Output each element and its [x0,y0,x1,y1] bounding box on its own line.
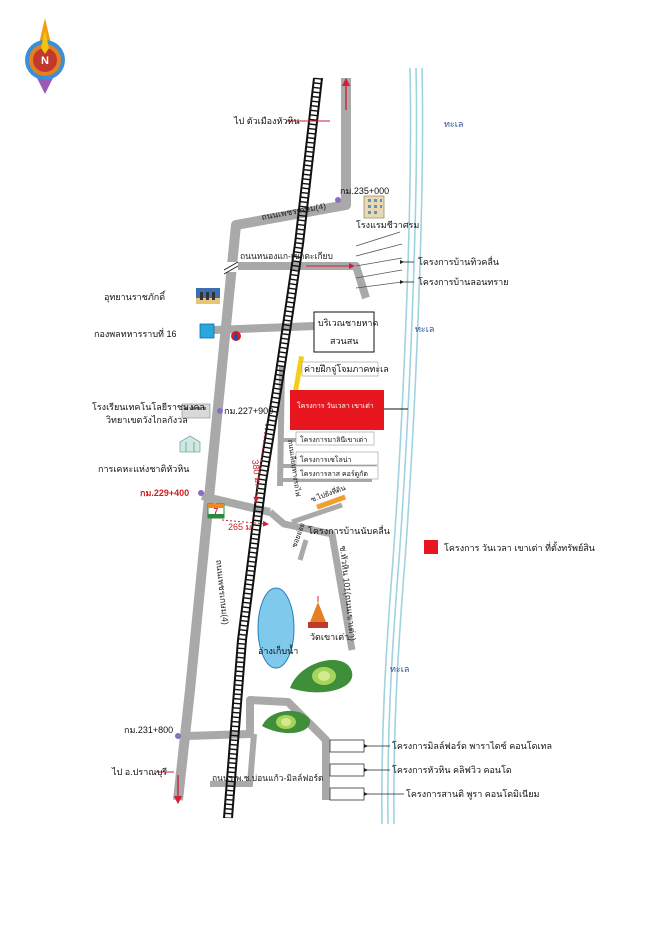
label-to-huahin: ไป ตัวเมืองหัวหิน [233,116,300,126]
label-baan-nub: โครงการบ้านนับคลื่น [308,524,390,536]
rajabhakti-park-icon [196,288,220,304]
label-infantry: กองพลทหารราบที่ 16 [94,327,177,339]
greenhouse-icon [179,435,201,453]
reservoir-lake [257,587,295,669]
km-dot [175,733,181,739]
compass-icon: N [25,18,65,94]
seven-eleven-label: 7 [214,507,219,516]
beach-area-box [313,311,375,353]
label-marini: โครงการมาลินีเขาเต่า [300,435,367,444]
label-distance-380: 380 ม. [250,459,264,486]
compass-letter: N [41,55,49,67]
label-rajabhakti: อุทยานราชภักดิ์ [104,290,167,303]
label-baan-tiew: โครงการบ้านทิวคลื่น [418,255,499,267]
distance-380-line [253,423,267,503]
label-km229: กม.229+400 [140,488,189,498]
distance-265-line [221,519,269,527]
road-beach [213,322,316,334]
hill-icon [290,660,353,693]
sea-label-2: ทะเล [415,324,434,334]
label-road-lower: ถนนร.พ.ช.บ่อนแก้ว-มิลล์ฟอร์ด [212,773,324,783]
label-navy-camp: ค่ายฝึกจู่โจมภาคทะเล [304,364,389,375]
label-millford: โครงการมิลล์ฟอร์ด พาราไดซ์ คอนโดเทล [392,740,552,751]
km-dot [198,490,204,496]
label-km227: กม.227+900 [224,406,273,416]
project-main-block [290,390,384,430]
label-temple: วัดเขาเต่า [310,632,349,642]
label-beach-2: สวนสน [330,336,358,346]
gas-station-icon [231,331,241,341]
road-km229 [201,492,271,516]
label-tech-school-2: วิทยาเขตวังไกลกังวล [106,415,188,425]
marini-box [295,431,375,446]
hotel-icon [363,195,385,219]
label-reservoir: อ่างเก็บน้ำ [258,644,298,656]
sea-label-1: ทะเล [444,119,463,129]
label-km231: กม.231+800 [124,725,173,735]
navy-camp-box [301,361,379,377]
infantry-icon [199,323,215,339]
label-beach-1: บริเวณชายหาด [318,318,378,328]
temple-icon [308,596,328,628]
legend-swatch [424,540,438,554]
label-hotel: โรงแรมชีวาศรม [356,220,419,230]
km-dot [217,408,223,414]
project-2-box [295,451,379,466]
label-project-3: โครงการลาส คอร์ดูกัต [300,469,368,478]
sea-label-3: ทะเล [390,664,409,674]
road-break-icon [223,261,239,275]
label-nongkae: ถนนหนองแก-เขาตะเกียบ [240,251,333,261]
label-distance-265: 265 ม. [228,522,254,532]
highway-phetkasem [173,78,351,801]
legend-label: โครงการ วันเวลา เขาเต่า ที่ตั้งทรัพย์สิน [444,541,595,553]
road-bottom [210,733,257,787]
hill-icon [262,710,311,734]
label-project-main: โครงการ วันเวลา เขาเต่า [297,401,374,410]
land-marker [316,494,347,510]
navy-camp-marker [292,355,305,393]
label-to-pranburi: ไป อ.ปราณบุรี [111,767,167,778]
school-building-icon [181,403,211,419]
label-phetkasem-main: ถนนเพชรเกษม(4) [214,559,231,625]
label-km235: กม.235+000 [340,186,389,196]
railway [223,77,323,819]
condo-lots [329,739,365,801]
project-lots-top [355,231,403,289]
label-project-2: โครงการเซโลน่า [300,455,352,464]
label-tech-school-1: โรงเรียนเทคโนโลยีราชมงคล [92,402,205,412]
label-huahin-cliff: โครงการหัวหิน คลิฟวิว คอนโด [392,765,512,775]
label-santi-pura: โครงการสานติ พูรา คอนโดมิเนียม [406,789,539,800]
km-dot [335,197,341,203]
coastline [381,67,424,825]
road-soi101 [267,509,356,651]
label-agri: การเคหะแห่งชาติหัวหิน [98,464,189,474]
project-3-box [295,465,379,480]
road-small-soi [291,502,343,561]
seven-eleven-icon: 7 [207,503,225,519]
label-baan-lon: โครงการบ้านลอนทราย [418,277,509,287]
